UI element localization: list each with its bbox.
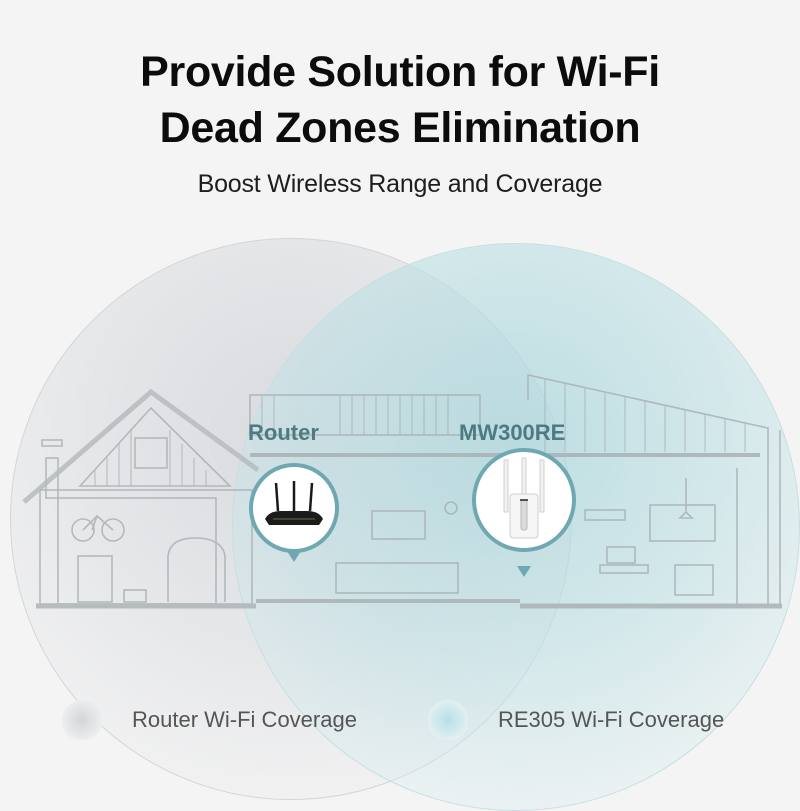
extender-label: MW300RE	[459, 420, 566, 445]
router-coverage-swatch-icon	[62, 700, 102, 740]
legend-router-coverage: Router Wi-Fi Coverage	[62, 700, 357, 740]
page-title: Provide Solution for Wi-Fi Dead Zones El…	[0, 44, 800, 156]
router-pin-marker	[287, 551, 301, 562]
router-label: Router	[248, 420, 319, 445]
title-line-1: Provide Solution for Wi-Fi	[140, 48, 660, 96]
extender-bubble	[472, 448, 576, 552]
legend-label: Router Wi-Fi Coverage	[132, 707, 357, 732]
wifi-router-icon	[265, 481, 323, 525]
subtitle: Boost Wireless Range and Coverage	[197, 170, 603, 198]
title-line-2: Dead Zones Elimination	[159, 104, 641, 152]
router-bubble	[249, 463, 339, 553]
extender-coverage-swatch-icon	[428, 700, 468, 740]
legend-label: RE305 Wi-Fi Coverage	[498, 707, 725, 732]
range-extender-icon	[503, 457, 545, 539]
extender-pin-marker	[517, 566, 531, 577]
legend-extender-coverage: RE305 Wi-Fi Coverage	[428, 700, 724, 740]
